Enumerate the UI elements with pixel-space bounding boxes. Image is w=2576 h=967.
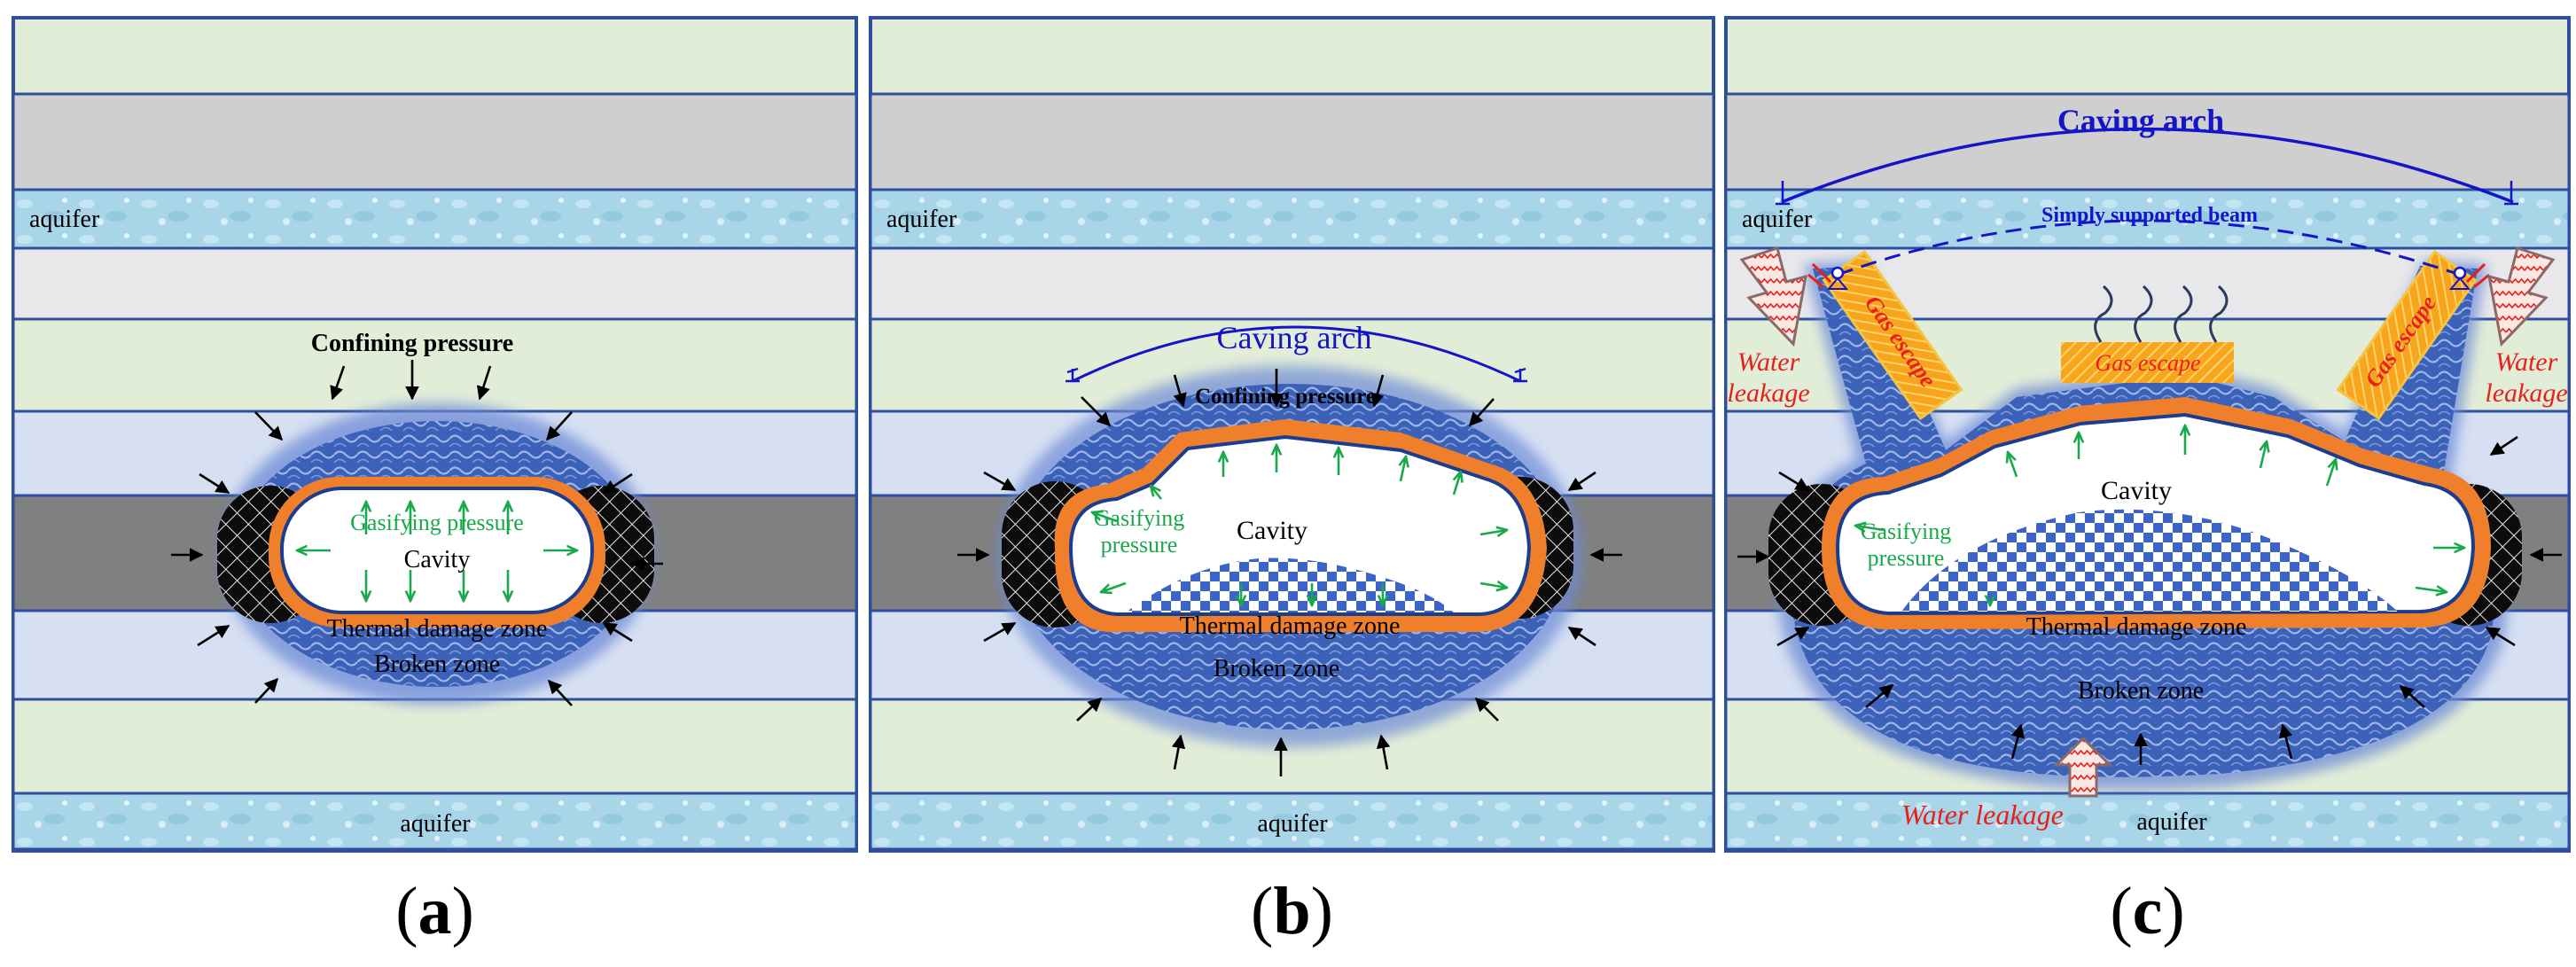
cavity [1068,434,1532,616]
panel-a: aquifer aquifer Confining pressure Gasif… [12,16,858,853]
label-aquifer-top: aquifer [29,206,100,233]
aquifer-top [12,188,858,250]
caption-b-letter: b [1273,874,1311,948]
water-leakage-arrow-right [2487,246,2556,347]
panel-b: aquifer aquifer Caving arch Confining pr… [869,16,1715,853]
label-broken-zone: Broken zone [374,651,500,678]
collapsed-rubble [1126,558,1454,612]
arch-support-right [1513,367,1527,383]
label-aquifer-bottom: aquifer [400,810,471,838]
label-water-left-1: Water [1737,347,1800,377]
aquifer-bottom [12,792,858,851]
label-aquifer-top: aquifer [1742,206,1813,233]
label-gasifying-2: pressure [1868,545,1945,571]
panel-c: aquifer aquifer Caving arch Simply suppo… [1724,16,2571,853]
collapsed-rubble [1901,509,2398,612]
aquifer-bottom [1724,792,2571,851]
label-gasifying-1: Gasifying [1861,519,1952,544]
aquifer-bottom [869,792,1715,851]
label-caving-arch: Caving arch [1217,320,1372,355]
simply-supported-beam [1837,219,2461,277]
label-aquifer-bottom: aquifer [1257,810,1328,838]
layer-lightgray [869,246,1715,321]
gas-escape-top [2061,342,2234,383]
label-aquifer-top: aquifer [886,206,957,233]
caption-a-letter: a [418,874,452,948]
label-confining-pressure: Confining pressure [1195,385,1376,409]
layer-green [12,317,858,413]
gas-escape-left [1822,250,1963,420]
label-cavity: Cavity [404,546,471,573]
confining-arrows [957,369,1622,776]
confining-arrows [1737,435,2562,765]
label-gasifying-1: Gasifying [1094,505,1185,531]
gas-escape-right [2336,250,2478,420]
label-gasifying-pressure: Gasifying pressure [350,510,524,535]
caving-arch [1781,127,2514,204]
arch-support-right [2504,181,2518,206]
beam-hinge-left [1831,266,1845,280]
gasifying-arrows [297,502,577,601]
label-broken-zone: Broken zone [1214,655,1339,682]
label-gas-escape-top: Gas escape [2095,350,2200,376]
label-water-left-2: leakage [1727,378,1809,408]
label-aquifer-bottom: aquifer [2136,808,2207,836]
gasifying-arrows [1092,445,1507,605]
label-gasifying-2: pressure [1101,532,1178,558]
gas-plumes [2094,285,2229,343]
label-thermal-zone: Thermal damage zone [2026,613,2247,641]
caving-arch [1072,325,1521,383]
aquifer-top [1724,188,2571,250]
label-cavity: Cavity [2101,476,2172,505]
caption-c-letter: c [2132,874,2163,948]
label-water-right-1: Water [2495,347,2558,377]
layer-gray [869,92,1715,191]
arch-support-left [1066,367,1080,383]
layer-lightgray [12,246,858,321]
beam-support-right [2448,277,2471,290]
label-simply-supported-beam: Simply supported beam [2041,204,2258,227]
layer-gray [12,92,858,191]
gasifying-arrows [1855,425,2464,605]
beam-support-left [1826,277,1849,290]
layer-green-lower [12,698,858,795]
label-water-leakage-bottom: Water leakage [1901,799,2064,831]
arch-support-left [1776,181,1790,206]
label-water-right-2: leakage [2485,378,2567,408]
beam-hinge-right [2453,266,2467,280]
label-thermal-zone: Thermal damage zone [327,615,548,643]
label-thermal-zone: Thermal damage zone [1180,612,1401,640]
label-confining-pressure: Confining pressure [311,330,513,357]
cavity [280,487,594,614]
aquifer-top [869,188,1715,250]
water-leakage-arrow-bottom [2053,736,2113,798]
caption-a: (a) [395,874,474,948]
water-leakage-arrow-left [1739,246,1807,347]
confining-arrows [171,360,663,706]
label-cavity: Cavity [1237,516,1308,545]
label-caving-arch: Caving arch [2057,103,2224,138]
red-rotation-arrows [1807,262,2490,289]
label-broken-zone: Broken zone [2078,677,2204,705]
caption-c: (c) [2110,874,2185,948]
caption-b: (b) [1251,874,1333,948]
